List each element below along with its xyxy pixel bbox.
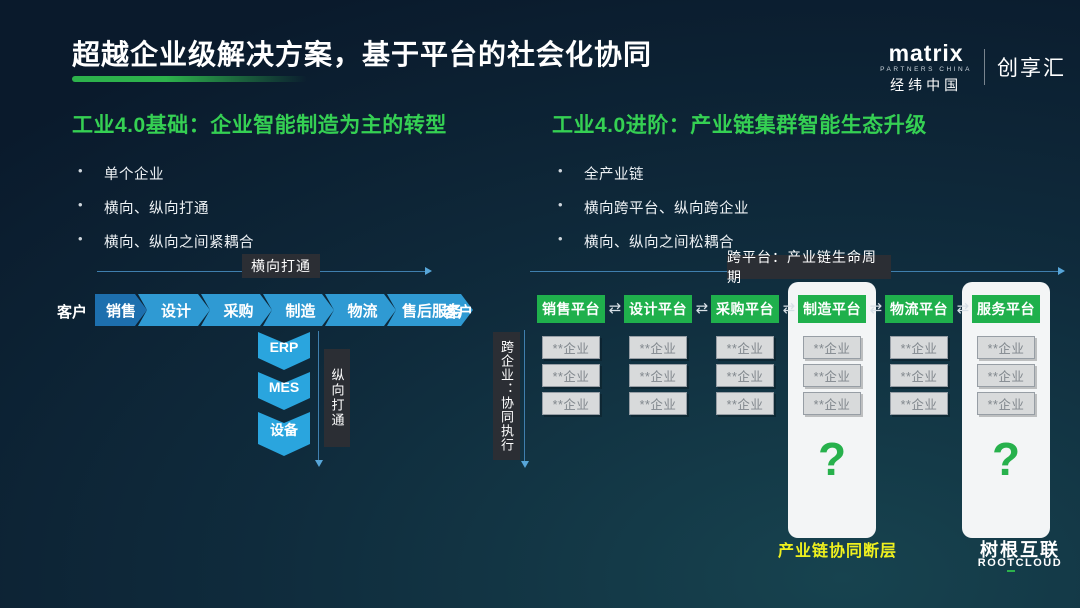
- swap-arrows-icon: ⇄: [956, 300, 970, 317]
- enterprise-box: **企业: [977, 392, 1035, 415]
- horizontal-integration-badge: 横向打通: [242, 254, 320, 278]
- list-item: • 横向、纵向之间松耦合: [558, 231, 749, 252]
- enterprise-box: **企业: [716, 392, 774, 415]
- matrix-subtitle: PARTNERS CHINA: [880, 66, 972, 73]
- enterprise-box: **企业: [629, 336, 687, 359]
- platform-logistics: 物流平台: [885, 295, 953, 323]
- enterprise-box: **企业: [977, 336, 1035, 359]
- enterprise-box: **企业: [803, 364, 861, 387]
- bullet-text: 横向、纵向之间松耦合: [584, 235, 734, 251]
- bullet-icon: •: [558, 197, 564, 212]
- bullet-icon: •: [78, 163, 84, 178]
- flow-step-manufacturing: 制造: [263, 294, 334, 326]
- list-item: • 横向跨平台、纵向跨企业: [558, 197, 749, 218]
- vertical-span-line: [318, 331, 319, 461]
- arrowhead-down-icon: [315, 460, 323, 467]
- flow-step-design: 设计: [138, 294, 210, 326]
- rootcloud-chinese-logo: 树根互联: [980, 540, 1060, 560]
- customer-label-start: 客户: [57, 304, 88, 321]
- question-mark-service: ?: [991, 433, 1021, 485]
- vertical-step-erp: ERP: [258, 332, 310, 370]
- arrowhead-right-icon: [425, 267, 432, 275]
- platform-design: 设计平台: [624, 295, 692, 323]
- matrix-wordmark: matrix: [888, 40, 964, 66]
- cross-enterprise-line: [524, 330, 525, 462]
- flow-step-logistics: 物流: [325, 294, 396, 326]
- enterprise-box: **企业: [716, 364, 774, 387]
- arrowhead-right-icon: [1058, 267, 1065, 275]
- page-title: 超越企业级解决方案，基于平台的社会化协同: [72, 39, 653, 70]
- swap-arrows-icon: ⇄: [869, 300, 883, 317]
- list-item: • 横向、纵向打通: [78, 197, 254, 218]
- vertical-step-mes: MES: [258, 372, 310, 410]
- rootcloud-logo: ROOTCLOUD: [977, 557, 1063, 569]
- swap-arrows-icon: ⇄: [608, 300, 622, 317]
- platform-procurement: 采购平台: [711, 295, 779, 323]
- swap-arrows-icon: ⇄: [695, 300, 709, 317]
- enterprise-box: **企业: [803, 336, 861, 359]
- enterprise-box: **企业: [542, 392, 600, 415]
- flow-step-sales: 销售: [95, 294, 147, 326]
- swap-arrows-icon: ⇄: [782, 300, 796, 317]
- platform-sales: 销售平台: [537, 295, 605, 323]
- cross-platform-badge: 跨平台：产业链生命周期: [727, 249, 891, 285]
- brand-divider: [984, 48, 985, 85]
- brand-event-name: 创享汇: [997, 56, 1066, 80]
- left-section-heading: 工业4.0基础：企业智能制造为主的转型: [72, 114, 447, 137]
- right-section-heading: 工业4.0进阶：产业链集群智能生态升级: [552, 114, 927, 137]
- left-bullet-list: • 单个企业 • 横向、纵向打通 • 横向、纵向之间紧耦合: [78, 163, 254, 265]
- matrix-logo: matrix PARTNERS CHINA 经纬中国: [880, 42, 972, 92]
- flow-step-after-sales: 售后服务: [387, 294, 473, 326]
- list-item: • 单个企业: [78, 163, 254, 184]
- title-underline: [72, 76, 307, 82]
- vertical-integration-badge: 纵向打通: [324, 349, 350, 447]
- bullet-icon: •: [558, 163, 564, 178]
- rootcloud-logo-accent: [1007, 570, 1015, 572]
- customer-label-end: 客户: [443, 304, 474, 321]
- vertical-step-equipment: 设备: [258, 412, 310, 456]
- platform-service: 服务平台: [972, 295, 1040, 323]
- enterprise-box: **企业: [890, 336, 948, 359]
- bullet-icon: •: [78, 197, 84, 212]
- enterprise-box: **企业: [542, 336, 600, 359]
- bullet-text: 横向、纵向之间紧耦合: [104, 235, 254, 251]
- enterprise-box: **企业: [890, 364, 948, 387]
- question-mark-manufacturing: ?: [817, 433, 847, 485]
- enterprise-box: **企业: [890, 392, 948, 415]
- bullet-icon: •: [78, 231, 84, 246]
- flow-step-procurement: 采购: [201, 294, 272, 326]
- bullet-text: 横向跨平台、纵向跨企业: [584, 201, 749, 217]
- brand-logo: matrix PARTNERS CHINA 经纬中国 创享汇: [880, 42, 1066, 92]
- bullet-text: 横向、纵向打通: [104, 201, 209, 217]
- cross-enterprise-badge: 跨企业：协同执行: [493, 332, 520, 460]
- arrowhead-down-icon: [521, 461, 529, 468]
- enterprise-box: **企业: [629, 364, 687, 387]
- enterprise-box: **企业: [977, 364, 1035, 387]
- enterprise-box: **企业: [716, 336, 774, 359]
- enterprise-box: **企业: [629, 392, 687, 415]
- list-item: • 全产业链: [558, 163, 749, 184]
- value-chain-flow: 销售 设计 采购 制造 物流 售后服务: [95, 294, 473, 326]
- platform-manufacturing: 制造平台: [798, 295, 866, 323]
- list-item: • 横向、纵向之间紧耦合: [78, 231, 254, 252]
- collaboration-gap-label: 产业链协同断层: [778, 543, 898, 560]
- bullet-text: 全产业链: [584, 167, 644, 183]
- matrix-chinese-name: 经纬中国: [890, 76, 963, 93]
- bullet-icon: •: [558, 231, 564, 246]
- right-bullet-list: • 全产业链 • 横向跨平台、纵向跨企业 • 横向、纵向之间松耦合: [558, 163, 749, 265]
- bullet-text: 单个企业: [104, 167, 164, 183]
- enterprise-box: **企业: [803, 392, 861, 415]
- enterprise-box: **企业: [542, 364, 600, 387]
